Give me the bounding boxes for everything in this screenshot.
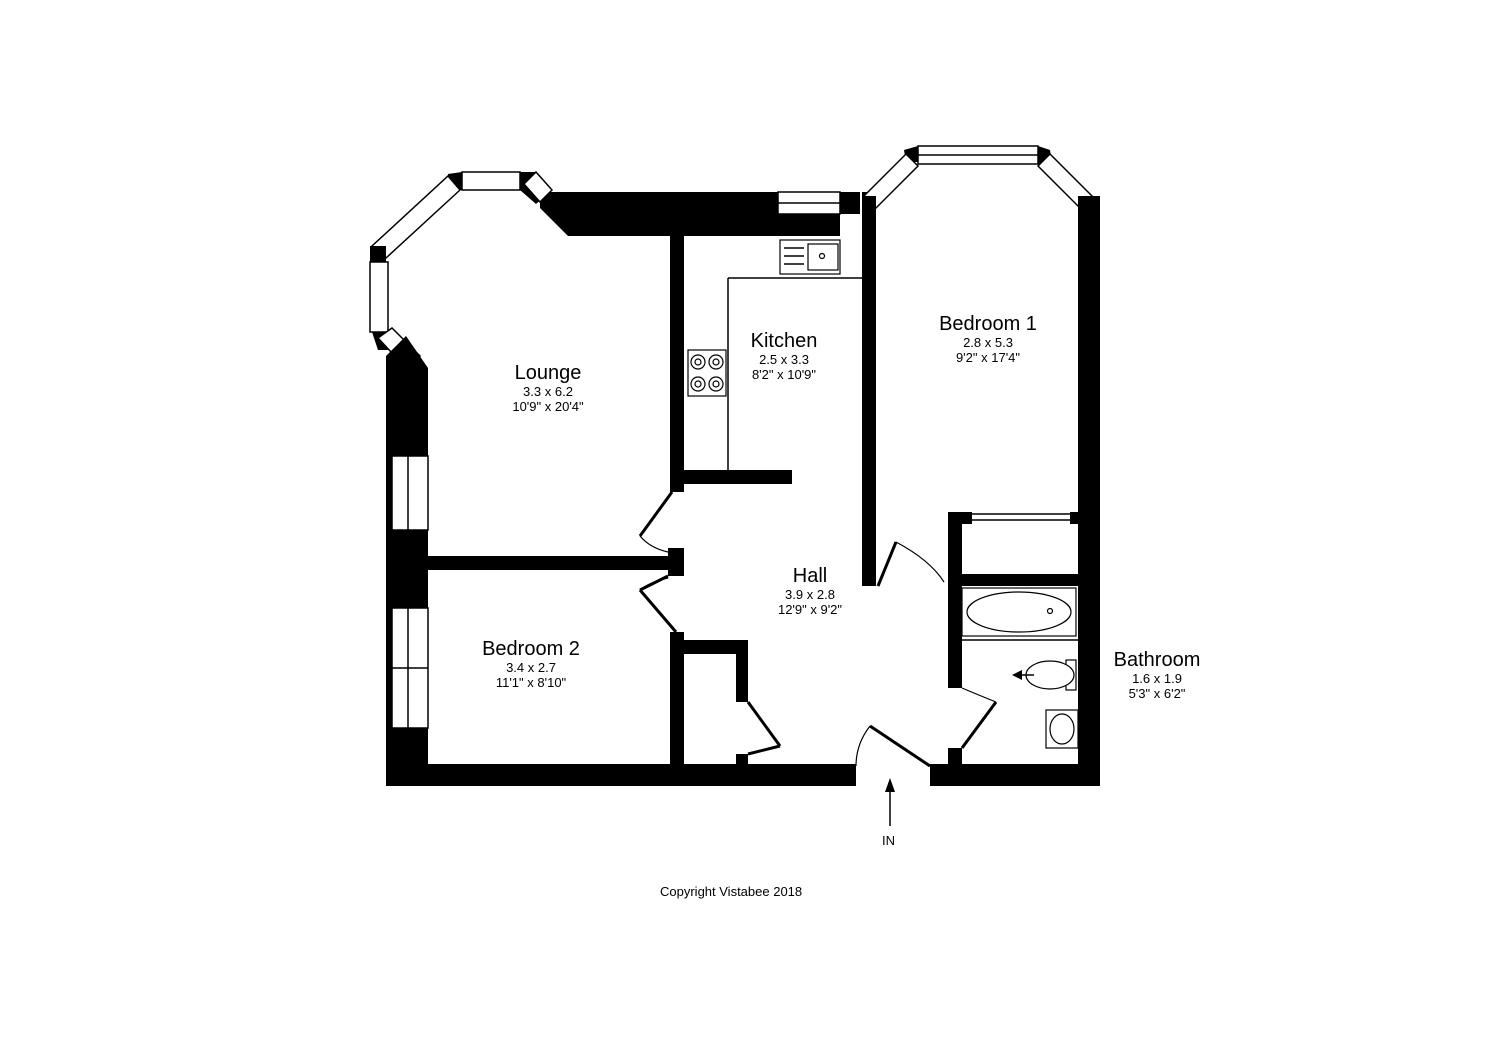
wardrobe-left-wall [948,512,962,586]
room-label-bedroom2: Bedroom 2 3.4 x 2.7 11'1" x 8'10" [482,638,580,691]
room-metric: 3.9 x 2.8 [785,587,835,602]
bedroom1-left-wall [864,196,876,586]
bay-corner-left-top [370,246,386,262]
kitchen-hall-wall [684,470,792,484]
lounge-window-diag-left [370,174,462,260]
copyright-notice: Copyright Vistabee 2018 [660,884,803,899]
bottom-wall-left [386,764,856,786]
room-imperial: 11'1" x 8'10" [495,674,567,690]
room-imperial: 8'2" x 10'9" [751,366,817,382]
entrance-arrow-icon [885,778,895,792]
lounge-left-wall [386,336,428,456]
room-name: Bedroom 2 [482,638,580,660]
bathroom-door [960,701,998,749]
entrance-label: IN [882,833,895,848]
room-label-lounge: Lounge 3.3 x 6.2 10'9" x 20'4" [512,362,583,415]
entrance-door [869,724,931,768]
bedroom2-door [639,574,669,592]
room-label-hall: Hall 3.9 x 2.8 12'9" x 9'2" [778,565,842,618]
lounge-window-left [369,261,389,333]
lounge-door-jamb [668,548,684,576]
left-wall-segment-3 [386,608,392,728]
room-metric: 3.4 x 2.7 [506,660,556,675]
room-imperial: 12'9" x 9'2" [777,601,843,617]
room-name: Kitchen [750,330,818,352]
room-metric: 3.3 x 6.2 [523,384,573,399]
cupboard-door [747,744,781,756]
room-name: Lounge [514,362,582,384]
bath-left-wall [948,586,962,688]
left-wall-segment-2 [386,530,428,608]
cupboard-top-wall [684,640,748,654]
room-metric: 1.6 x 1.9 [1132,671,1182,686]
room-label-bedroom1: Bedroom 1 2.8 x 5.3 9'2" x 17'4" [939,313,1037,366]
wardrobe-top-right [1070,512,1078,524]
room-imperial: 9'2" x 17'4" [955,349,1021,365]
bedroom1-right-wall [1078,196,1100,786]
lounge-right-wall [670,236,684,492]
lounge-window-side [391,455,429,531]
bath-top-wall [948,574,1078,586]
room-name: Bedroom 1 [939,313,1037,335]
lounge-door [638,491,674,537]
bathroom-pointer-arrow-icon [1012,670,1022,680]
room-imperial: 10'9" x 20'4" [512,398,584,414]
room-name: Hall [792,565,828,587]
lounge-window-top [461,171,521,191]
lounge-bedroom2-wall [428,556,668,570]
left-wall-segment-1 [386,456,392,530]
room-label-kitchen: Kitchen 2.5 x 3.3 8'2" x 10'9" [751,330,818,383]
room-name: Bathroom [1113,649,1201,671]
room-label-bathroom: Bathroom 1.6 x 1.9 5'3" x 6'2" [1114,649,1201,702]
cupboard-right-wall [736,640,748,702]
room-metric: 2.8 x 5.3 [963,335,1013,350]
cupboard-bottom-jamb [736,754,748,766]
bottom-wall-right [930,764,1100,786]
bedroom2-right-wall [670,632,684,764]
lounge-window-diag-right [522,170,554,204]
room-metric: 2.5 x 3.3 [759,352,809,367]
bath-door-jamb [948,748,962,766]
room-imperial: 5'3" x 6'2" [1128,685,1186,701]
bedroom1-door [876,541,898,587]
